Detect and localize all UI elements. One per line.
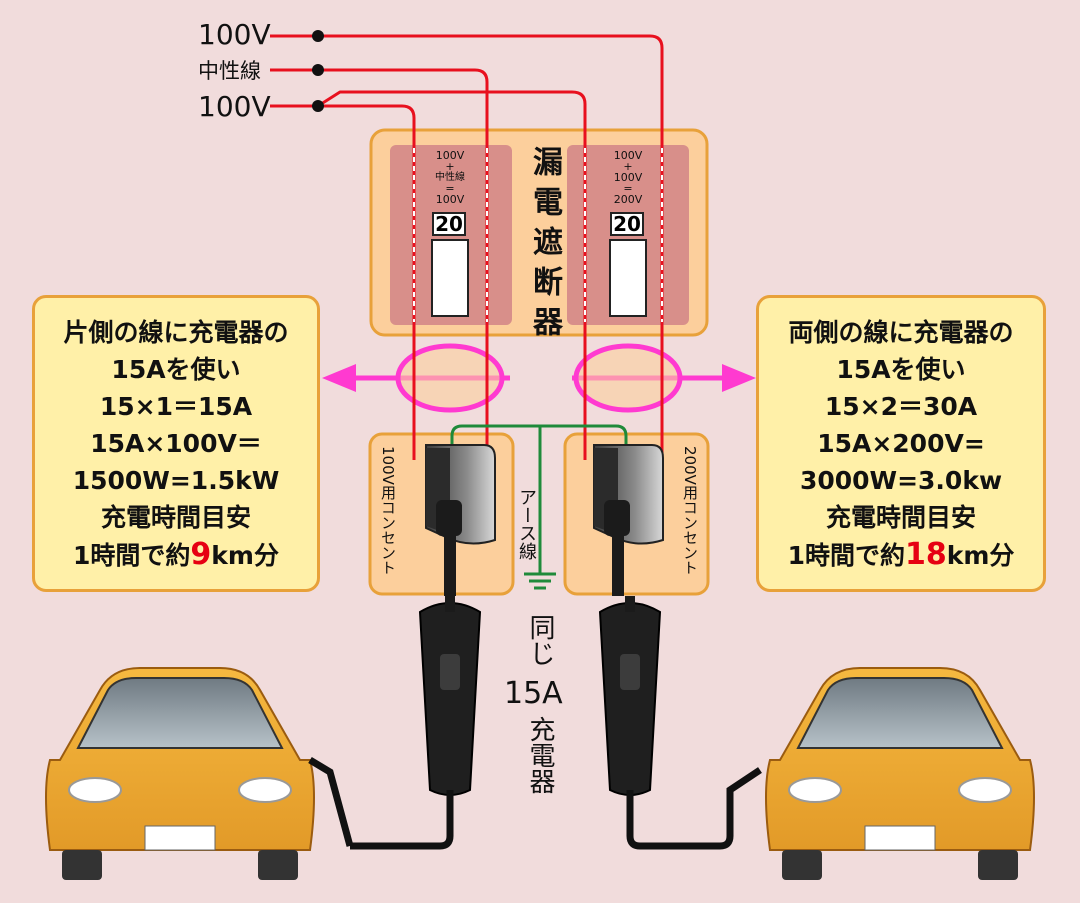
panel-line: 15×1＝15A bbox=[99, 391, 253, 421]
panel-line: 両側の線に充電器の bbox=[788, 317, 1014, 347]
terminal-dot-3 bbox=[312, 100, 324, 112]
panel-line: 15A×100V＝ bbox=[90, 428, 262, 458]
terminal-dot-2 bbox=[312, 64, 324, 76]
panel-line: 充電時間目安 bbox=[825, 502, 976, 532]
panel-line: 充電時間目安 bbox=[100, 502, 251, 532]
breaker-switch-right bbox=[609, 239, 647, 317]
breaker-formula-left: 100V + 中性線 = 100V bbox=[425, 150, 475, 205]
current-ring-right bbox=[573, 343, 683, 413]
panel-line: 15Aを使い bbox=[836, 354, 966, 384]
charger-unit-right bbox=[593, 444, 762, 850]
breaker-switch-left bbox=[431, 239, 469, 317]
info-panel-double: 両側の線に充電器の 15Aを使い 15×2＝30A 15A×200V= 3000… bbox=[756, 295, 1046, 592]
formula-term: 200V bbox=[613, 193, 643, 206]
formula-op: = bbox=[623, 182, 633, 195]
formula-term: 中性線 bbox=[435, 172, 465, 183]
earth-wire bbox=[450, 424, 628, 590]
formula-term: 100V bbox=[613, 171, 643, 184]
supply-label-neutral: 中性線 bbox=[198, 59, 261, 83]
formula-op: = bbox=[445, 182, 455, 195]
panel-line: 15Aを使い bbox=[111, 354, 241, 384]
supply-label-100v-bottom: 100V bbox=[198, 90, 271, 123]
outlet-label-200v: 200V用コンセント bbox=[681, 446, 699, 575]
range-suffix: km分 bbox=[211, 540, 279, 570]
formula-term: 100V bbox=[435, 149, 465, 162]
car-right bbox=[765, 667, 1035, 880]
range-value: 18 bbox=[904, 536, 947, 572]
outlet-label-100v: 100V用コンセント bbox=[379, 446, 397, 575]
info-panel-single: 片側の線に充電器の 15Aを使い 15×1＝15A 15A×100V＝ 1500… bbox=[32, 295, 320, 592]
earth-label: アース線 bbox=[516, 488, 537, 560]
panel-line: 15A×200V= bbox=[817, 428, 985, 458]
car-left bbox=[45, 667, 354, 880]
charger-note-rating: 15A bbox=[504, 676, 563, 711]
supply-wires bbox=[270, 34, 664, 460]
range-prefix: 1時間で約 bbox=[73, 540, 191, 570]
charger-note-top: 同じ bbox=[525, 614, 555, 666]
formula-op: + bbox=[623, 160, 633, 173]
arrow-right-head bbox=[722, 364, 756, 392]
formula-op: + bbox=[445, 160, 455, 173]
panel-range-line: 1時間で約18km分 bbox=[788, 536, 1015, 574]
panel-line: 15×2＝30A bbox=[824, 391, 978, 421]
current-ring-left bbox=[395, 343, 505, 413]
breaker-rating-right: 20 bbox=[610, 212, 644, 236]
panel-line: 1500W=1.5kW bbox=[72, 465, 280, 495]
range-prefix: 1時間で約 bbox=[787, 540, 905, 570]
charger-note-bottom: 充電器 bbox=[525, 716, 555, 794]
breaker-rating-left: 20 bbox=[432, 212, 466, 236]
charger-unit-left bbox=[350, 444, 496, 850]
breaker-internal-wires bbox=[413, 148, 663, 322]
breaker-formula-right: 100V + 100V = 200V bbox=[603, 150, 653, 205]
arrow-left-head bbox=[322, 364, 356, 392]
range-suffix: km分 bbox=[946, 540, 1015, 570]
panel-line: 片側の線に充電器の bbox=[63, 317, 289, 347]
formula-term: 100V bbox=[435, 193, 465, 206]
terminal-dot-1 bbox=[312, 30, 324, 42]
formula-term: 100V bbox=[613, 149, 643, 162]
panel-range-line: 1時間で約9km分 bbox=[73, 536, 279, 574]
breaker-title: 漏電遮断器 bbox=[527, 146, 562, 346]
panel-line: 3000W=3.0kw bbox=[799, 465, 1003, 495]
supply-label-100v-top: 100V bbox=[198, 18, 271, 51]
range-value: 9 bbox=[190, 536, 212, 572]
